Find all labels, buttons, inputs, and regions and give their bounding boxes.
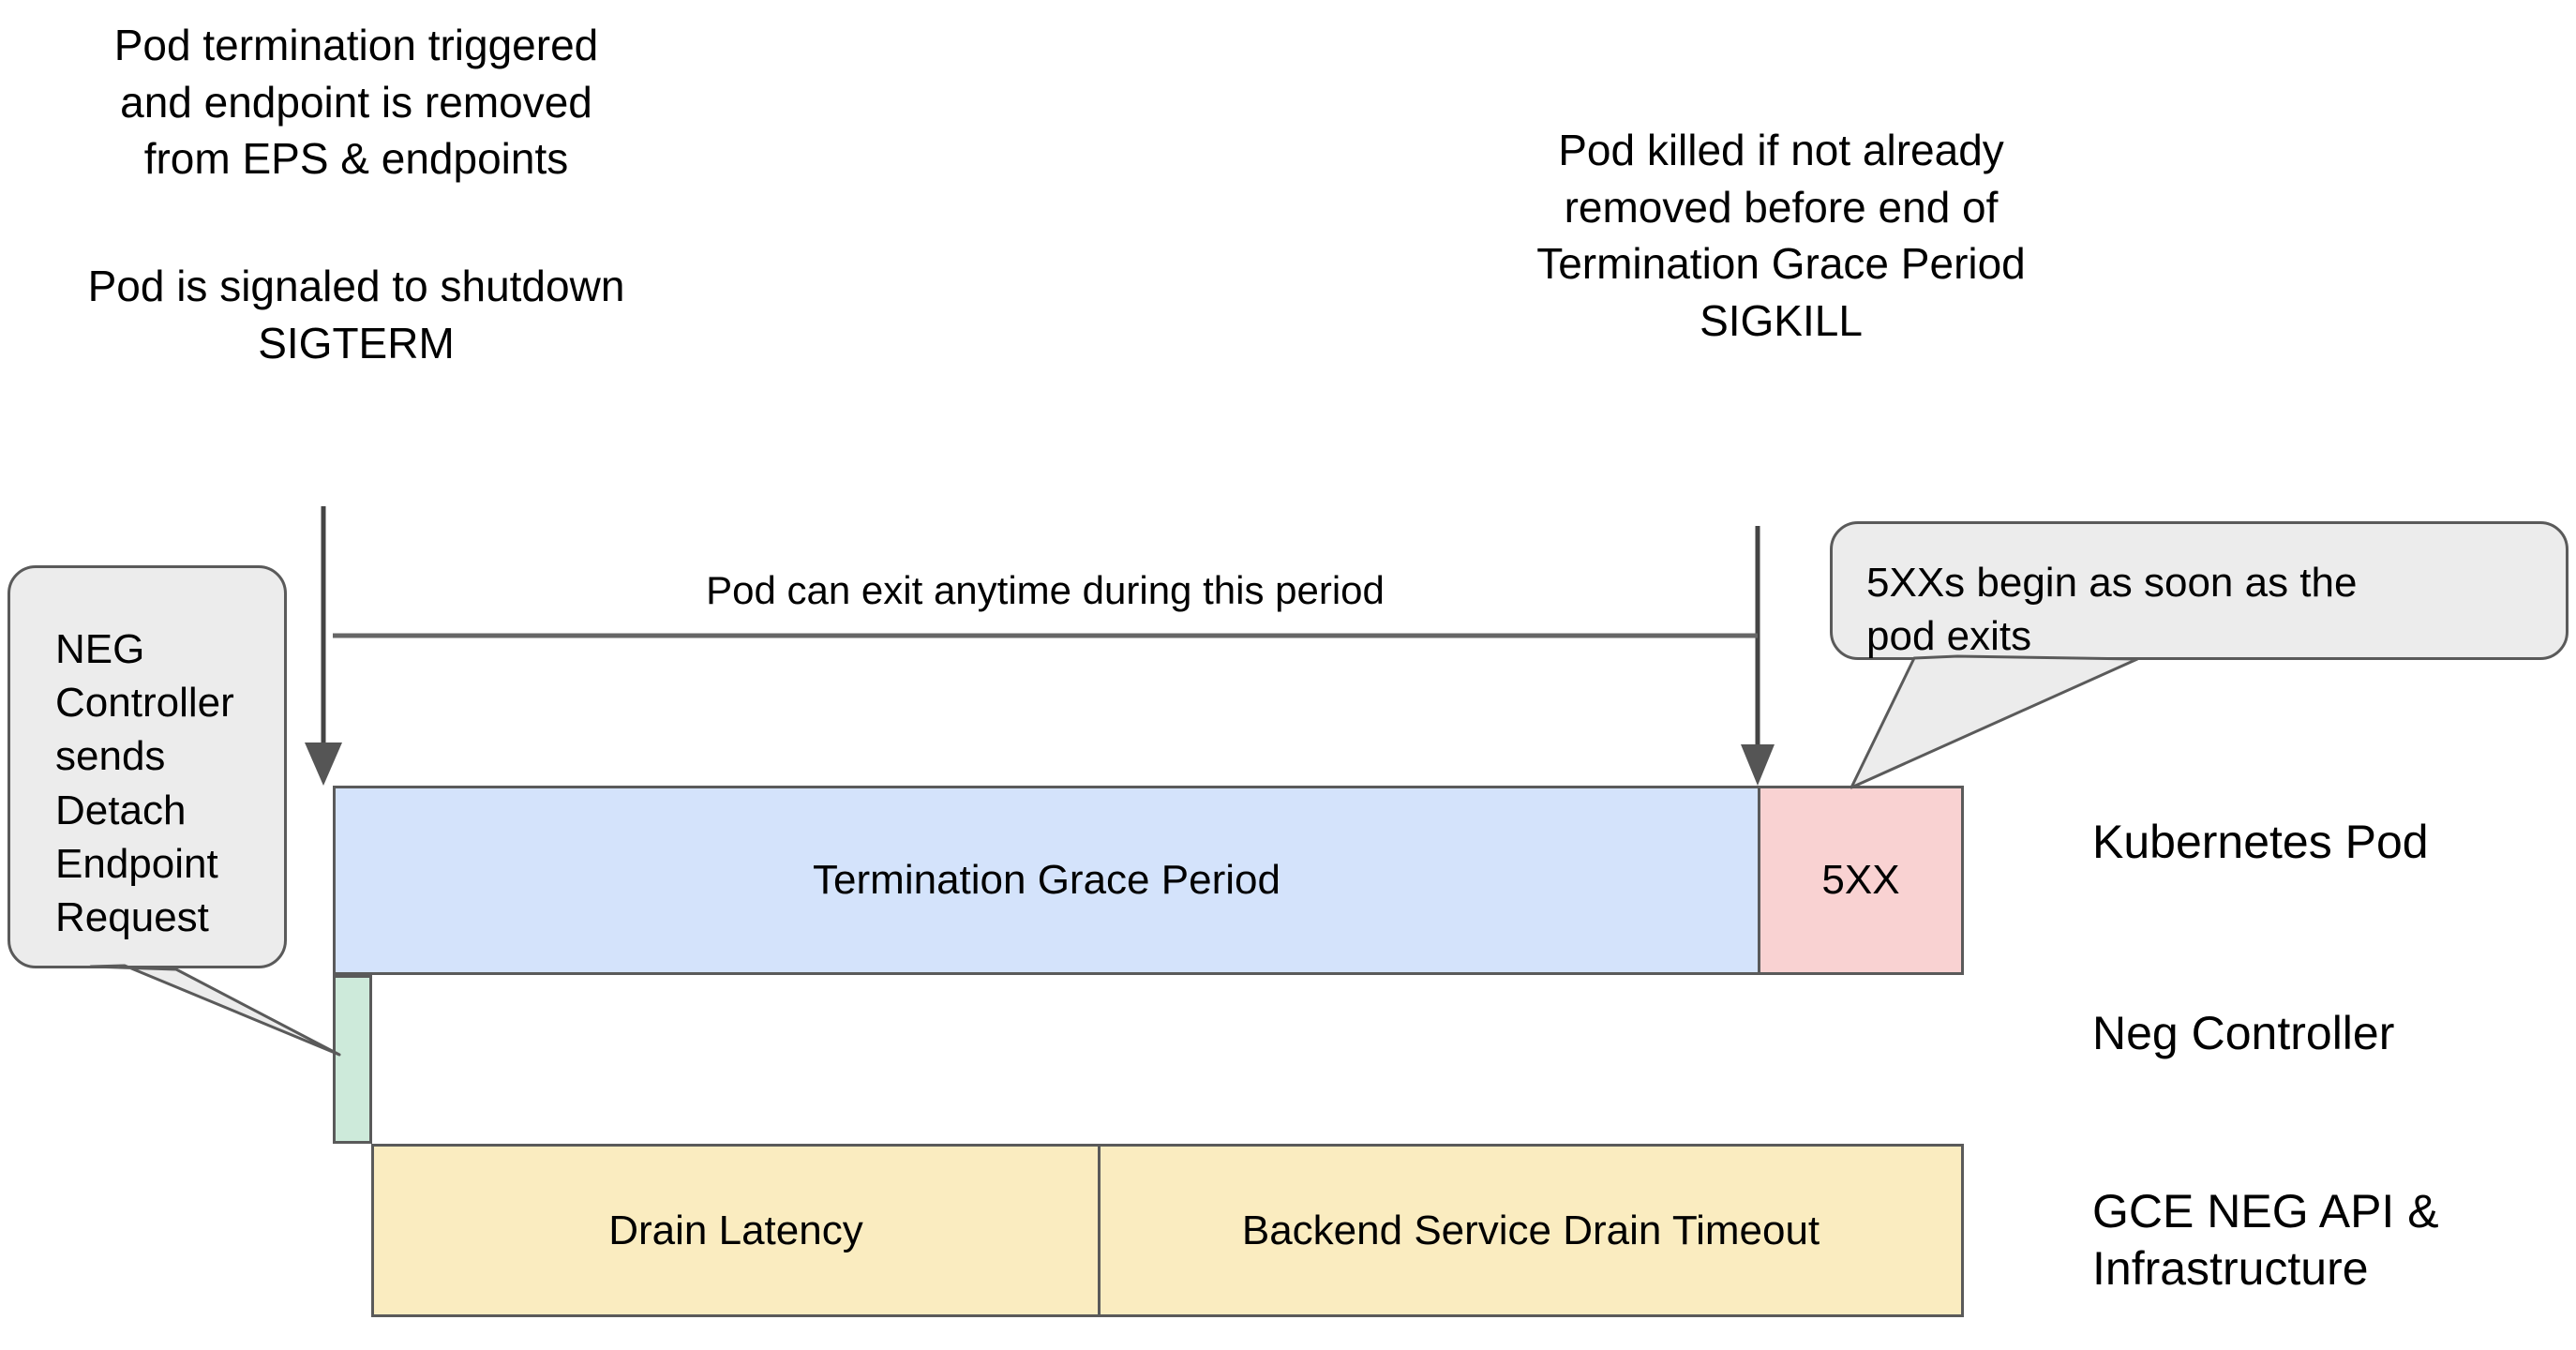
- bar-backend-service-drain-timeout-label: Backend Service Drain Timeout: [1241, 1207, 1820, 1253]
- lane-label-kubernetes-pod: Kubernetes Pod: [2092, 816, 2429, 868]
- note-pod-killed-sigkill: Pod killed if not already removed before…: [1536, 126, 2026, 346]
- bar-drain-latency: Drain Latency: [371, 1144, 1098, 1317]
- bar-backend-service-drain-timeout: Backend Service Drain Timeout: [1098, 1144, 1964, 1317]
- callout-neg-controller-detach: NEG Controller sends Detach Endpoint Req…: [7, 565, 287, 968]
- bar-neg-detach: [333, 975, 372, 1144]
- bar-termination-grace-period-label: Termination Grace Period: [813, 857, 1281, 903]
- note-pod-termination-triggered: Pod termination triggered and endpoint i…: [113, 21, 599, 184]
- arrow-down-left: [305, 506, 342, 786]
- bar-5xx: 5XX: [1758, 786, 1964, 975]
- arrow-down-right: [1741, 526, 1775, 786]
- callout-tail-5xx: [1850, 654, 2139, 789]
- lane-label-neg-controller: Neg Controller: [2092, 1007, 2395, 1059]
- bar-5xx-label: 5XX: [1821, 857, 1900, 903]
- callout-5xx-begin: 5XXs begin as soon as the pod exits: [1830, 521, 2569, 660]
- bar-termination-grace-period: Termination Grace Period: [333, 786, 1758, 975]
- callout-tail-neg: [89, 964, 341, 1057]
- bar-drain-latency-label: Drain Latency: [608, 1207, 863, 1253]
- caption-pod-can-exit: Pod can exit anytime during this period: [706, 568, 1385, 612]
- note-pod-signaled-shutdown: Pod is signaled to shutdown SIGTERM: [87, 262, 625, 368]
- lane-label-gce-neg-api: GCE NEG API & Infrastructure: [2092, 1185, 2439, 1295]
